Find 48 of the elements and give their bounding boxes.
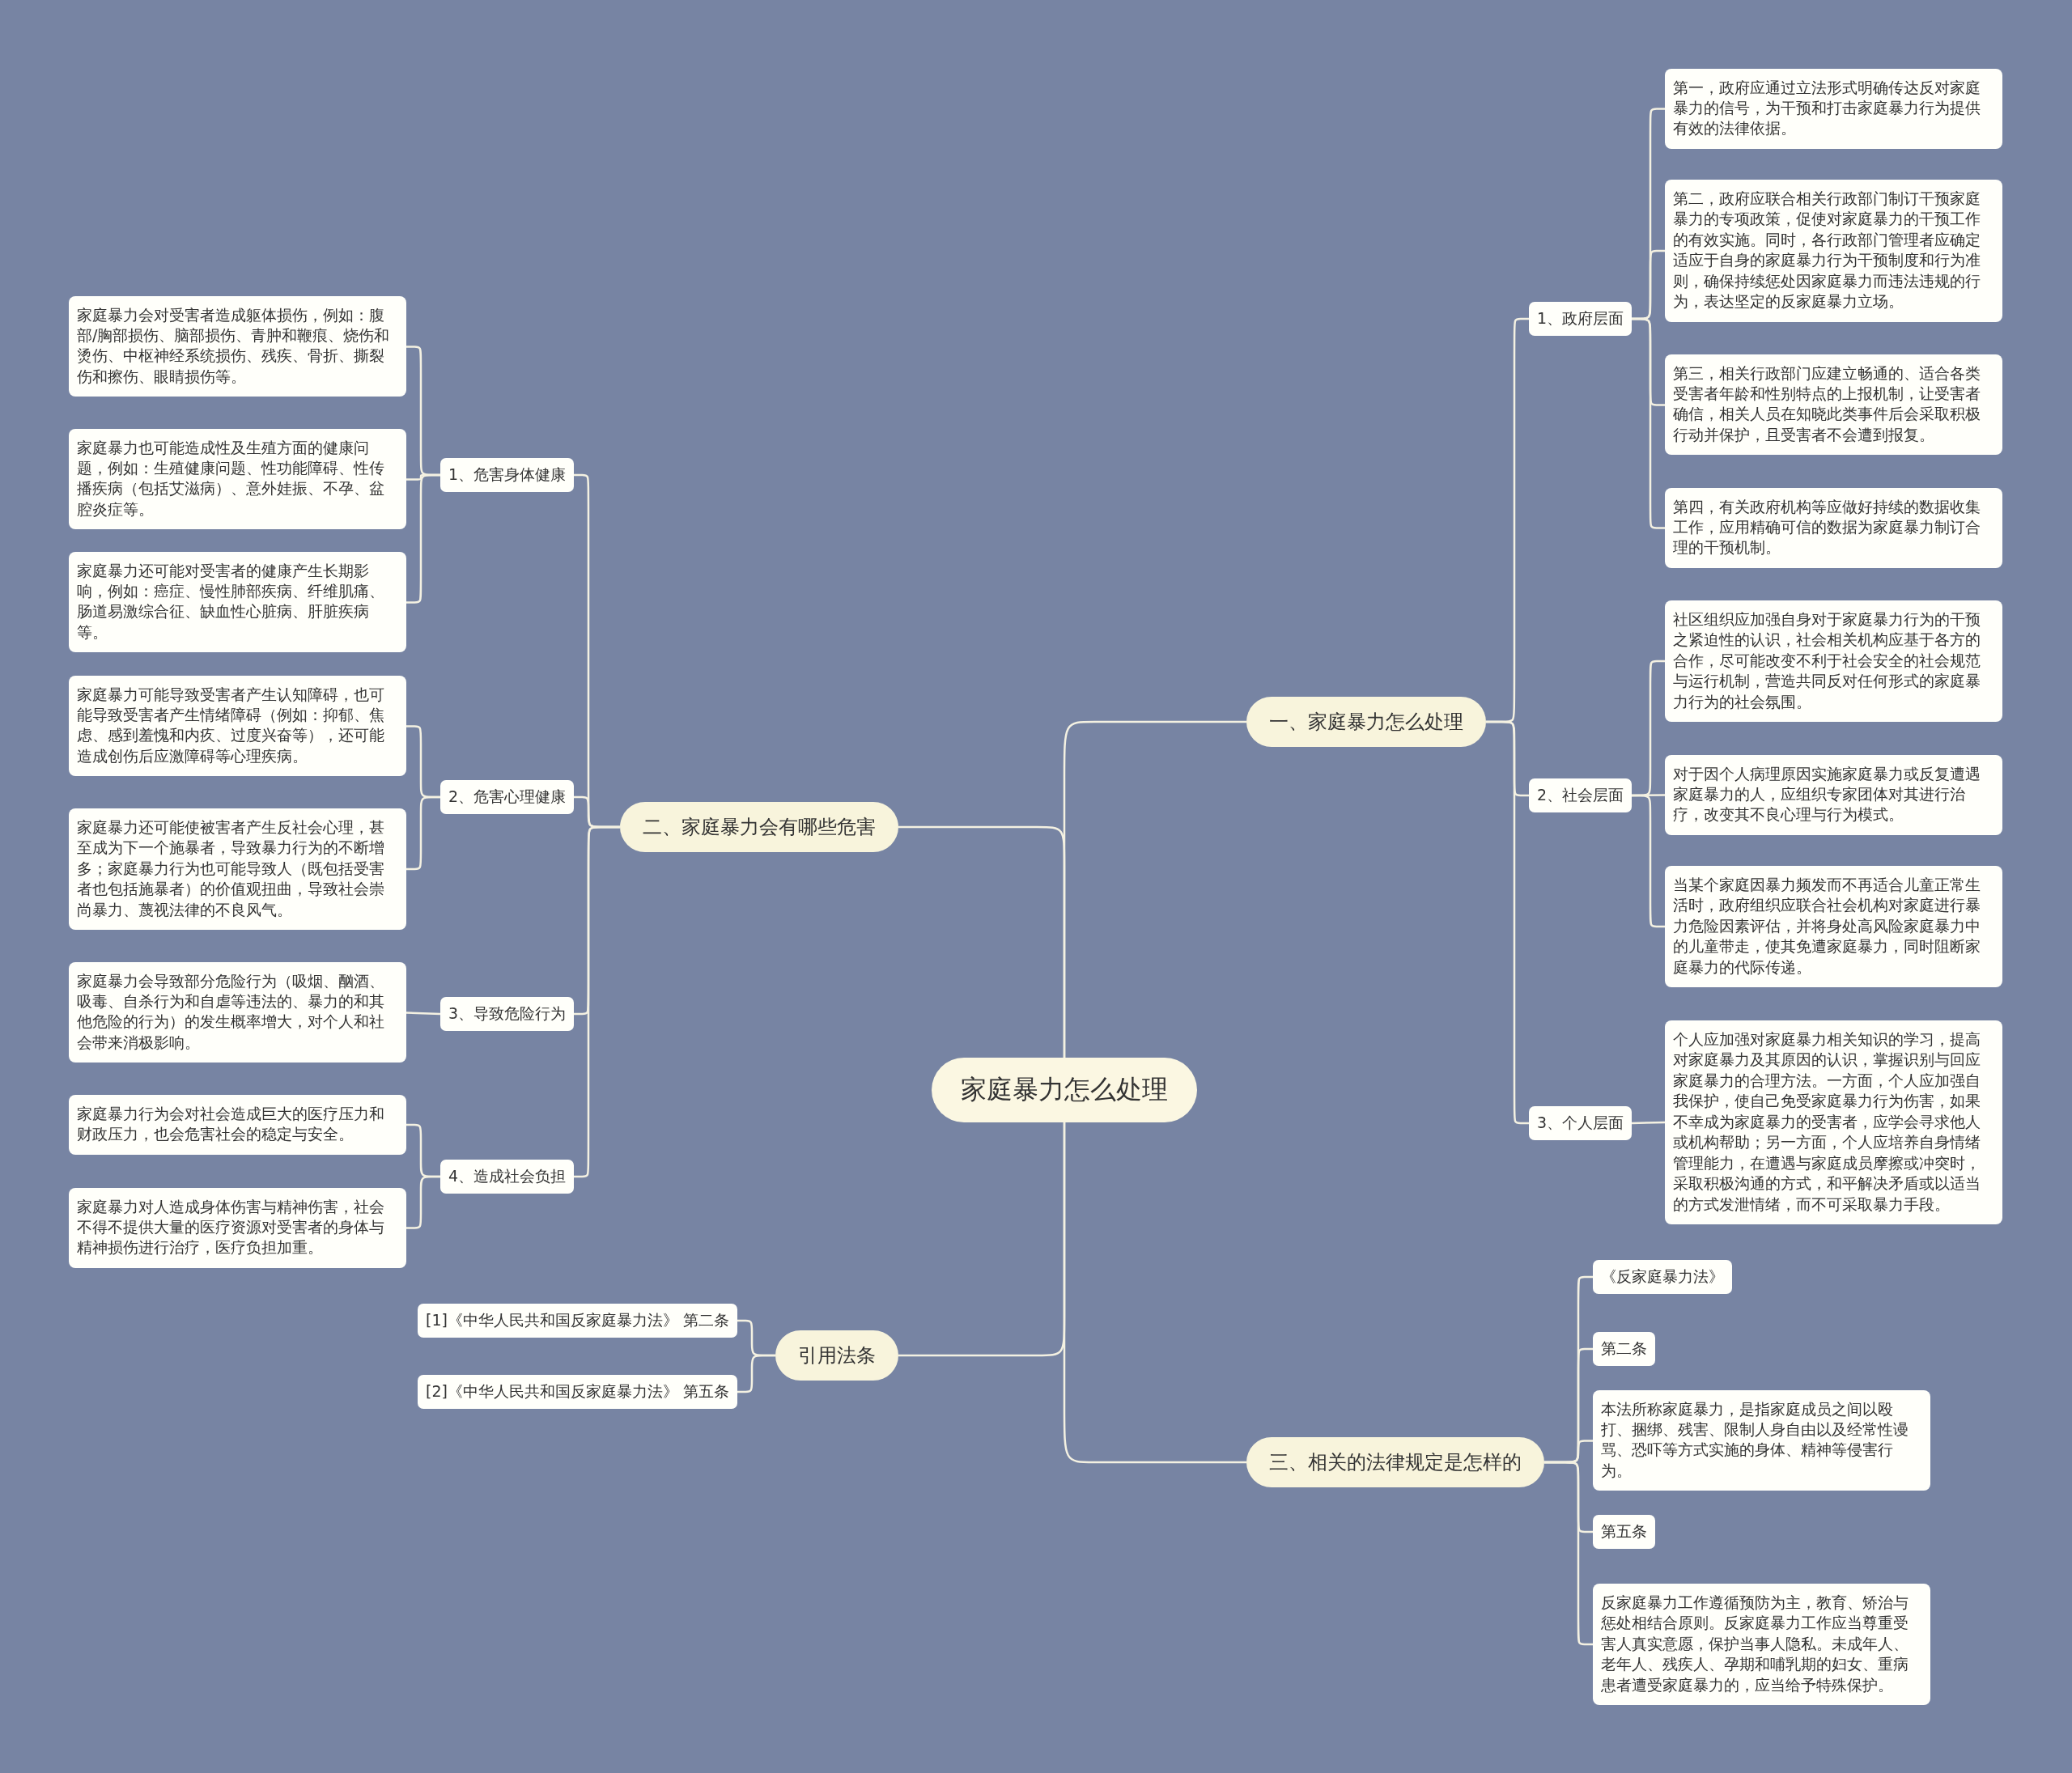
subtopic-box: 1、危害身体健康 [440, 458, 575, 492]
connector-line [1486, 720, 1529, 1125]
subtopic-box: 第五条 [1593, 1515, 1655, 1549]
note-card: 家庭暴力会对受害者造成躯体损伤，例如：腹部/胸部损伤、脑部损伤、青肿和鞭痕、烧伤和烫伤、中枢神经系统损伤、残疾、骨折、撕裂伤和擦伤、眼睛损伤等。 [69, 295, 406, 397]
branch-topic: 三、相关的法律规定是怎样的 [1246, 1437, 1544, 1487]
subtopic-box: 3、个人层面 [1529, 1106, 1633, 1140]
subtopic-box: 《反家庭暴力法》 [1593, 1260, 1732, 1294]
subtopic-box: 3、导致危险行为 [440, 997, 575, 1031]
note-card: 第三，相关行政部门应建立畅通的、适合各类受害者年龄和性别特点的上报机制，让受害者确信，相关人员在知晓此类事件后会采取积极行动并保护，且受害者不会遭到报复。 [1665, 354, 2002, 456]
connector-line [1063, 1122, 1246, 1464]
connector-line [737, 1354, 775, 1393]
note-card: 家庭暴力行为会对社会造成巨大的医疗压力和财政压力，也会危害社会的稳定与安全。 [69, 1095, 406, 1155]
subtopic-box: 2、社会层面 [1529, 778, 1633, 812]
connector-line [1544, 1461, 1593, 1646]
subtopic-box: 2、危害心理健康 [440, 780, 575, 814]
connector-line [406, 473, 440, 604]
subtopic-box: 第二条 [1593, 1332, 1655, 1366]
note-card: 家庭暴力对人造成身体伤害与精神伤害，社会不得不提供大量的医疗资源对受害者的身体与精神损伤进行治疗，医疗负担加重。 [69, 1187, 406, 1268]
note-card: 家庭暴力还可能对受害者的健康产生长期影响，例如：癌症、慢性肺部疾病、纤维肌痛、肠道易激综合征、缺血性心脏病、肝脏疾病等。 [69, 551, 406, 653]
connector-line [574, 825, 620, 1178]
branch-topic: 引用法条 [775, 1330, 898, 1381]
subtopic-box: 4、造成社会负担 [440, 1160, 575, 1194]
note-card: 家庭暴力还可能使被害者产生反社会心理，甚至成为下一个施暴者，导致暴力行为的不断增多；家庭暴力行为也可能导致人（既包括受害者也包括施暴者）的价值观扭曲，导致社会崇尚暴力、蔑视法律的不良风气。 [69, 808, 406, 931]
note-card: 第一，政府应通过立法形式明确传达反对家庭暴力的信号，为干预和打击家庭暴力行为提供有效的法律依据。 [1665, 68, 2002, 149]
connector-line [1631, 1121, 1666, 1125]
subtopic-box: [1]《中华人民共和国反家庭暴力法》 第二条 [418, 1304, 737, 1338]
connector-line [1632, 317, 1665, 529]
note-card: 第四，有关政府机构等应做好持续的数据收集工作，应用精确可信的数据为家庭暴力制订合理的干预机制。 [1665, 487, 2002, 568]
note-card: 个人应加强对家庭暴力相关知识的学习，提高对家庭暴力及其原因的认识，掌握识别与回应家庭暴力的合理方法。一方面，个人应加强自我保护，使自己免受家庭暴力行为伤害，如果不幸成为家庭暴力的受害者，应学会寻求他人或机构帮助；另一方面，个人应培养自身情绪管理能力，在遭遇与家庭成员摩擦或冲突时，采取积极沟通的方式，和平解决矛盾或以适当的方式发泄情绪，而不可采取暴力手段。 [1665, 1020, 2002, 1225]
note-card: 家庭暴力可能导致受害者产生认知障碍，也可能导致受害者产生情绪障碍（例如：抑郁、焦虑、感到羞愧和内疚、过度兴奋等），还可能造成创伤后应激障碍等心理疾病。 [69, 675, 406, 777]
central-topic: 家庭暴力怎么处理 [932, 1058, 1197, 1122]
note-card: 当某个家庭因暴力频发而不再适合儿童正常生活时，政府组织应联合社会机构对家庭进行暴力危险因素评估，并将身处高风险家庭暴力中的儿童带走，使其免遭家庭暴力，同时阻断家庭暴力的代际传递。 [1665, 866, 2002, 988]
note-card: 家庭暴力也可能造成性及生殖方面的健康问题，例如：生殖健康问题、性功能障碍、性传播疾病（包括艾滋病）、意外娃振、不孕、盆腔炎症等。 [69, 428, 406, 530]
connector-line [405, 1012, 441, 1016]
note-card: 第二，政府应联合相关行政部门制订干预家庭暴力的专项政策，促使对家庭暴力的干预工作的有效实施。同时，各行政部门管理者应确定适应于自身的家庭暴力行为干预制度和行为准则，确保持续惩处因家庭暴力而违法违规的行为，表达坚定的反家庭暴力立场。 [1665, 180, 2002, 322]
connector-line [406, 1175, 440, 1229]
note-card: 家庭暴力会导致部分危险行为（吸烟、酗酒、吸毒、自杀行为和自虐等违法的、暴力的和其他危险的行为）的发生概率增大，对个人和社会带来消极影响。 [69, 961, 406, 1063]
connector-line [1632, 794, 1665, 928]
connector-line [406, 795, 440, 871]
connector-line [898, 825, 1066, 1058]
branch-topic: 一、家庭暴力怎么处理 [1246, 697, 1486, 747]
note-card: 对于因个人病理原因实施家庭暴力或反复遭遇家庭暴力的人，应组织专家团体对其进行治疗，改变其不良心理与行为模式。 [1665, 754, 2002, 835]
subtopic-box: 1、政府层面 [1529, 302, 1633, 336]
branch-topic: 二、家庭暴力会有哪些危害 [620, 802, 898, 852]
note-card: 社区组织应加强自身对于家庭暴力行为的干预之紧迫性的认识，社会相关机构应基于各方的合作，尽可能改变不利于社会安全的社会规范与运行机制，营造共同反对任何形式的家庭暴力行为的社会氛围。 [1665, 600, 2002, 723]
note-card: 本法所称家庭暴力，是指家庭成员之间以殴打、捆绑、残害、限制人身自由以及经常性谩骂、恐吓等方式实施的身体、精神等侵害行为。 [1593, 1389, 1930, 1491]
subtopic-box: [2]《中华人民共和国反家庭暴力法》 第五条 [418, 1375, 737, 1409]
note-card: 反家庭暴力工作遵循预防为主，教育、矫治与惩处相结合原则。反家庭暴力工作应当尊重受害人真实意愿，保护当事人隐私。未成年人、老年人、残疾人、孕期和哺乳期的妇女、重病患者遭受家庭暴力的，应当给予特殊保护。 [1593, 1584, 1930, 1706]
